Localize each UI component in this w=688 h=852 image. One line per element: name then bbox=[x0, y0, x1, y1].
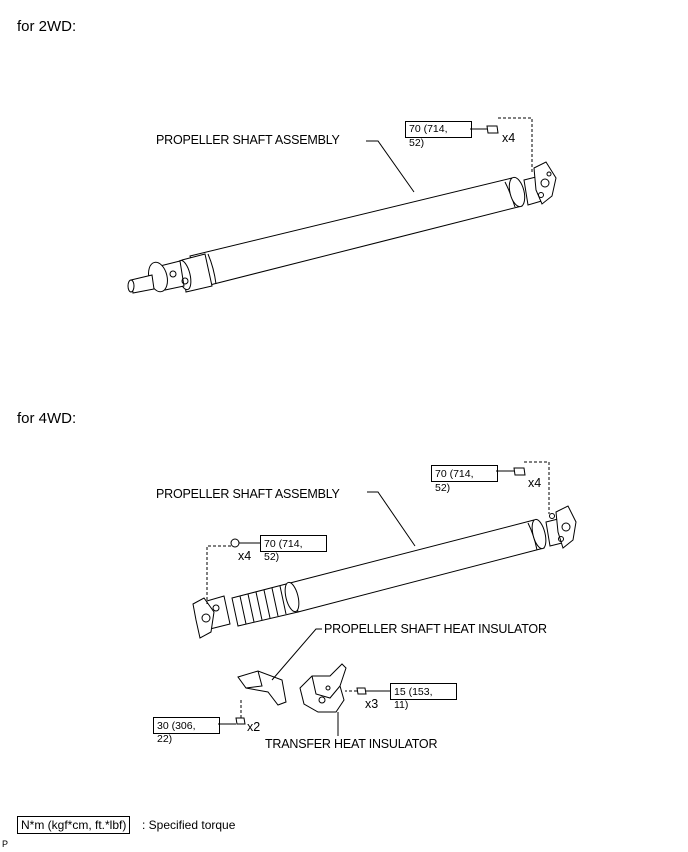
qty-2wd: x4 bbox=[502, 131, 516, 145]
propeller-shaft-4wd bbox=[192, 461, 577, 639]
qty-4wd-rear: x4 bbox=[528, 476, 542, 490]
propeller-shaft-heat-insulator bbox=[218, 628, 322, 725]
propeller-shaft-2wd bbox=[127, 117, 557, 294]
torque-transfer-line1: 15 (153, bbox=[394, 686, 433, 698]
legend-description: : Specified torque bbox=[142, 818, 236, 832]
legend-torque-box: N*m (kgf*cm, ft.*lbf) bbox=[17, 816, 131, 834]
label-propeller-shaft-2wd: PROPELLER SHAFT ASSEMBLY bbox=[156, 133, 340, 147]
torque-4wd-rear-line1: 70 (714, bbox=[435, 468, 474, 480]
torque-box-4wd-front bbox=[260, 535, 327, 552]
torque-insulator-line2: 22) bbox=[157, 733, 173, 745]
qty-insulator: x2 bbox=[247, 720, 261, 734]
title-4wd: for 4WD: bbox=[17, 410, 77, 427]
corner-mark: P bbox=[2, 839, 9, 849]
title-2wd: for 2WD: bbox=[17, 18, 77, 35]
qty-transfer: x3 bbox=[365, 697, 379, 711]
transfer-heat-insulator bbox=[299, 663, 390, 736]
torque-2wd-line2: 52) bbox=[409, 137, 425, 149]
torque-2wd-line1: 70 (714, bbox=[409, 123, 448, 135]
torque-box-transfer bbox=[390, 683, 457, 700]
qty-4wd-front: x4 bbox=[238, 549, 252, 563]
torque-insulator-line1: 30 (306, bbox=[157, 720, 196, 732]
label-heat-insulator: PROPELLER SHAFT HEAT INSULATOR bbox=[324, 622, 547, 636]
label-transfer-heat-insulator: TRANSFER HEAT INSULATOR bbox=[265, 737, 438, 751]
torque-box-insulator bbox=[153, 717, 220, 734]
torque-transfer-line2: 11) bbox=[394, 699, 409, 711]
label-propeller-shaft-4wd: PROPELLER SHAFT ASSEMBLY bbox=[156, 487, 340, 501]
torque-4wd-rear-line2: 52) bbox=[435, 482, 451, 494]
torque-4wd-front-line2: 52) bbox=[264, 551, 280, 563]
torque-4wd-front-line1: 70 (714, bbox=[264, 538, 303, 550]
torque-box-4wd-rear bbox=[431, 465, 498, 482]
